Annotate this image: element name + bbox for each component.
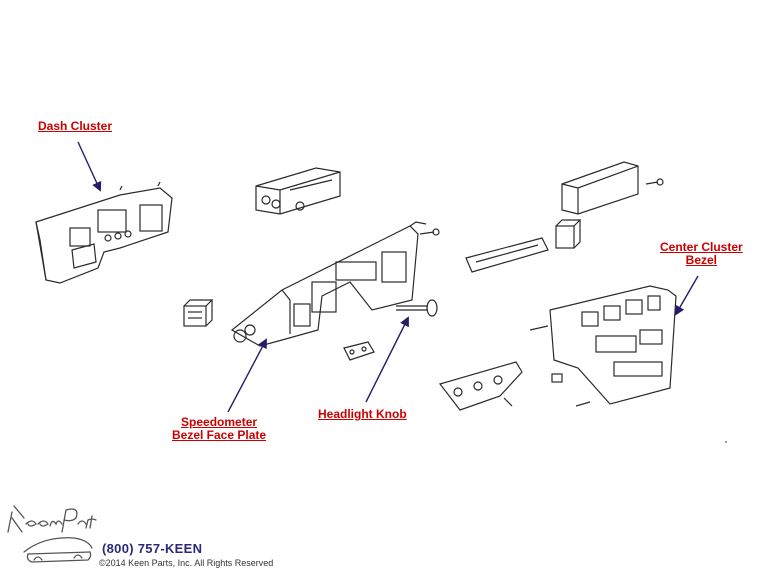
dash-cluster-label: Dash Cluster: [38, 119, 113, 133]
speedometer-arrow: [227, 338, 267, 413]
center-cluster-label-line1: Center Cluster: [660, 240, 743, 254]
headlight-knob-link[interactable]: Headlight Knob: [318, 408, 407, 421]
narrow-bezel-part: [465, 237, 549, 273]
stray-mark: [725, 441, 727, 443]
speedometer-label-line1: Speedometer: [181, 415, 258, 429]
center-cluster-bezel-link[interactable]: Center Cluster Bezel: [660, 241, 743, 267]
switch-part: [183, 299, 214, 327]
small-switch-part: [555, 219, 582, 249]
speedometer-bezel-link[interactable]: Speedometer Bezel Face Plate: [172, 416, 266, 442]
instrument-panel-part: [230, 221, 427, 347]
speedometer-label-line2: Bezel Face Plate: [172, 428, 267, 442]
dash-cluster-link[interactable]: Dash Cluster: [38, 120, 112, 133]
center-cluster-arrow: [675, 275, 699, 316]
headlight-knob-arrow: [365, 316, 409, 403]
headlight-knob-part: [396, 299, 438, 317]
center-cluster-bezel-part: [529, 285, 677, 405]
copyright-text: ©2014 Keen Parts, Inc. All Rights Reserv…: [99, 558, 274, 568]
center-cluster-label-line2: Bezel: [685, 253, 718, 267]
dash-cluster-part: [35, 181, 173, 284]
screw-part: [419, 228, 440, 236]
bracket-part: [343, 341, 375, 361]
callout-arrows: [77, 141, 699, 413]
control-box-part: [255, 167, 341, 215]
phone-number[interactable]: (800) 757-KEEN: [102, 541, 203, 556]
keen-parts-logo: [7, 505, 97, 563]
headlight-knob-label: Headlight Knob: [318, 407, 407, 421]
radio-box-part: [561, 161, 664, 215]
switch-assembly-part: [438, 361, 591, 411]
dash-cluster-arrow: [77, 141, 102, 192]
